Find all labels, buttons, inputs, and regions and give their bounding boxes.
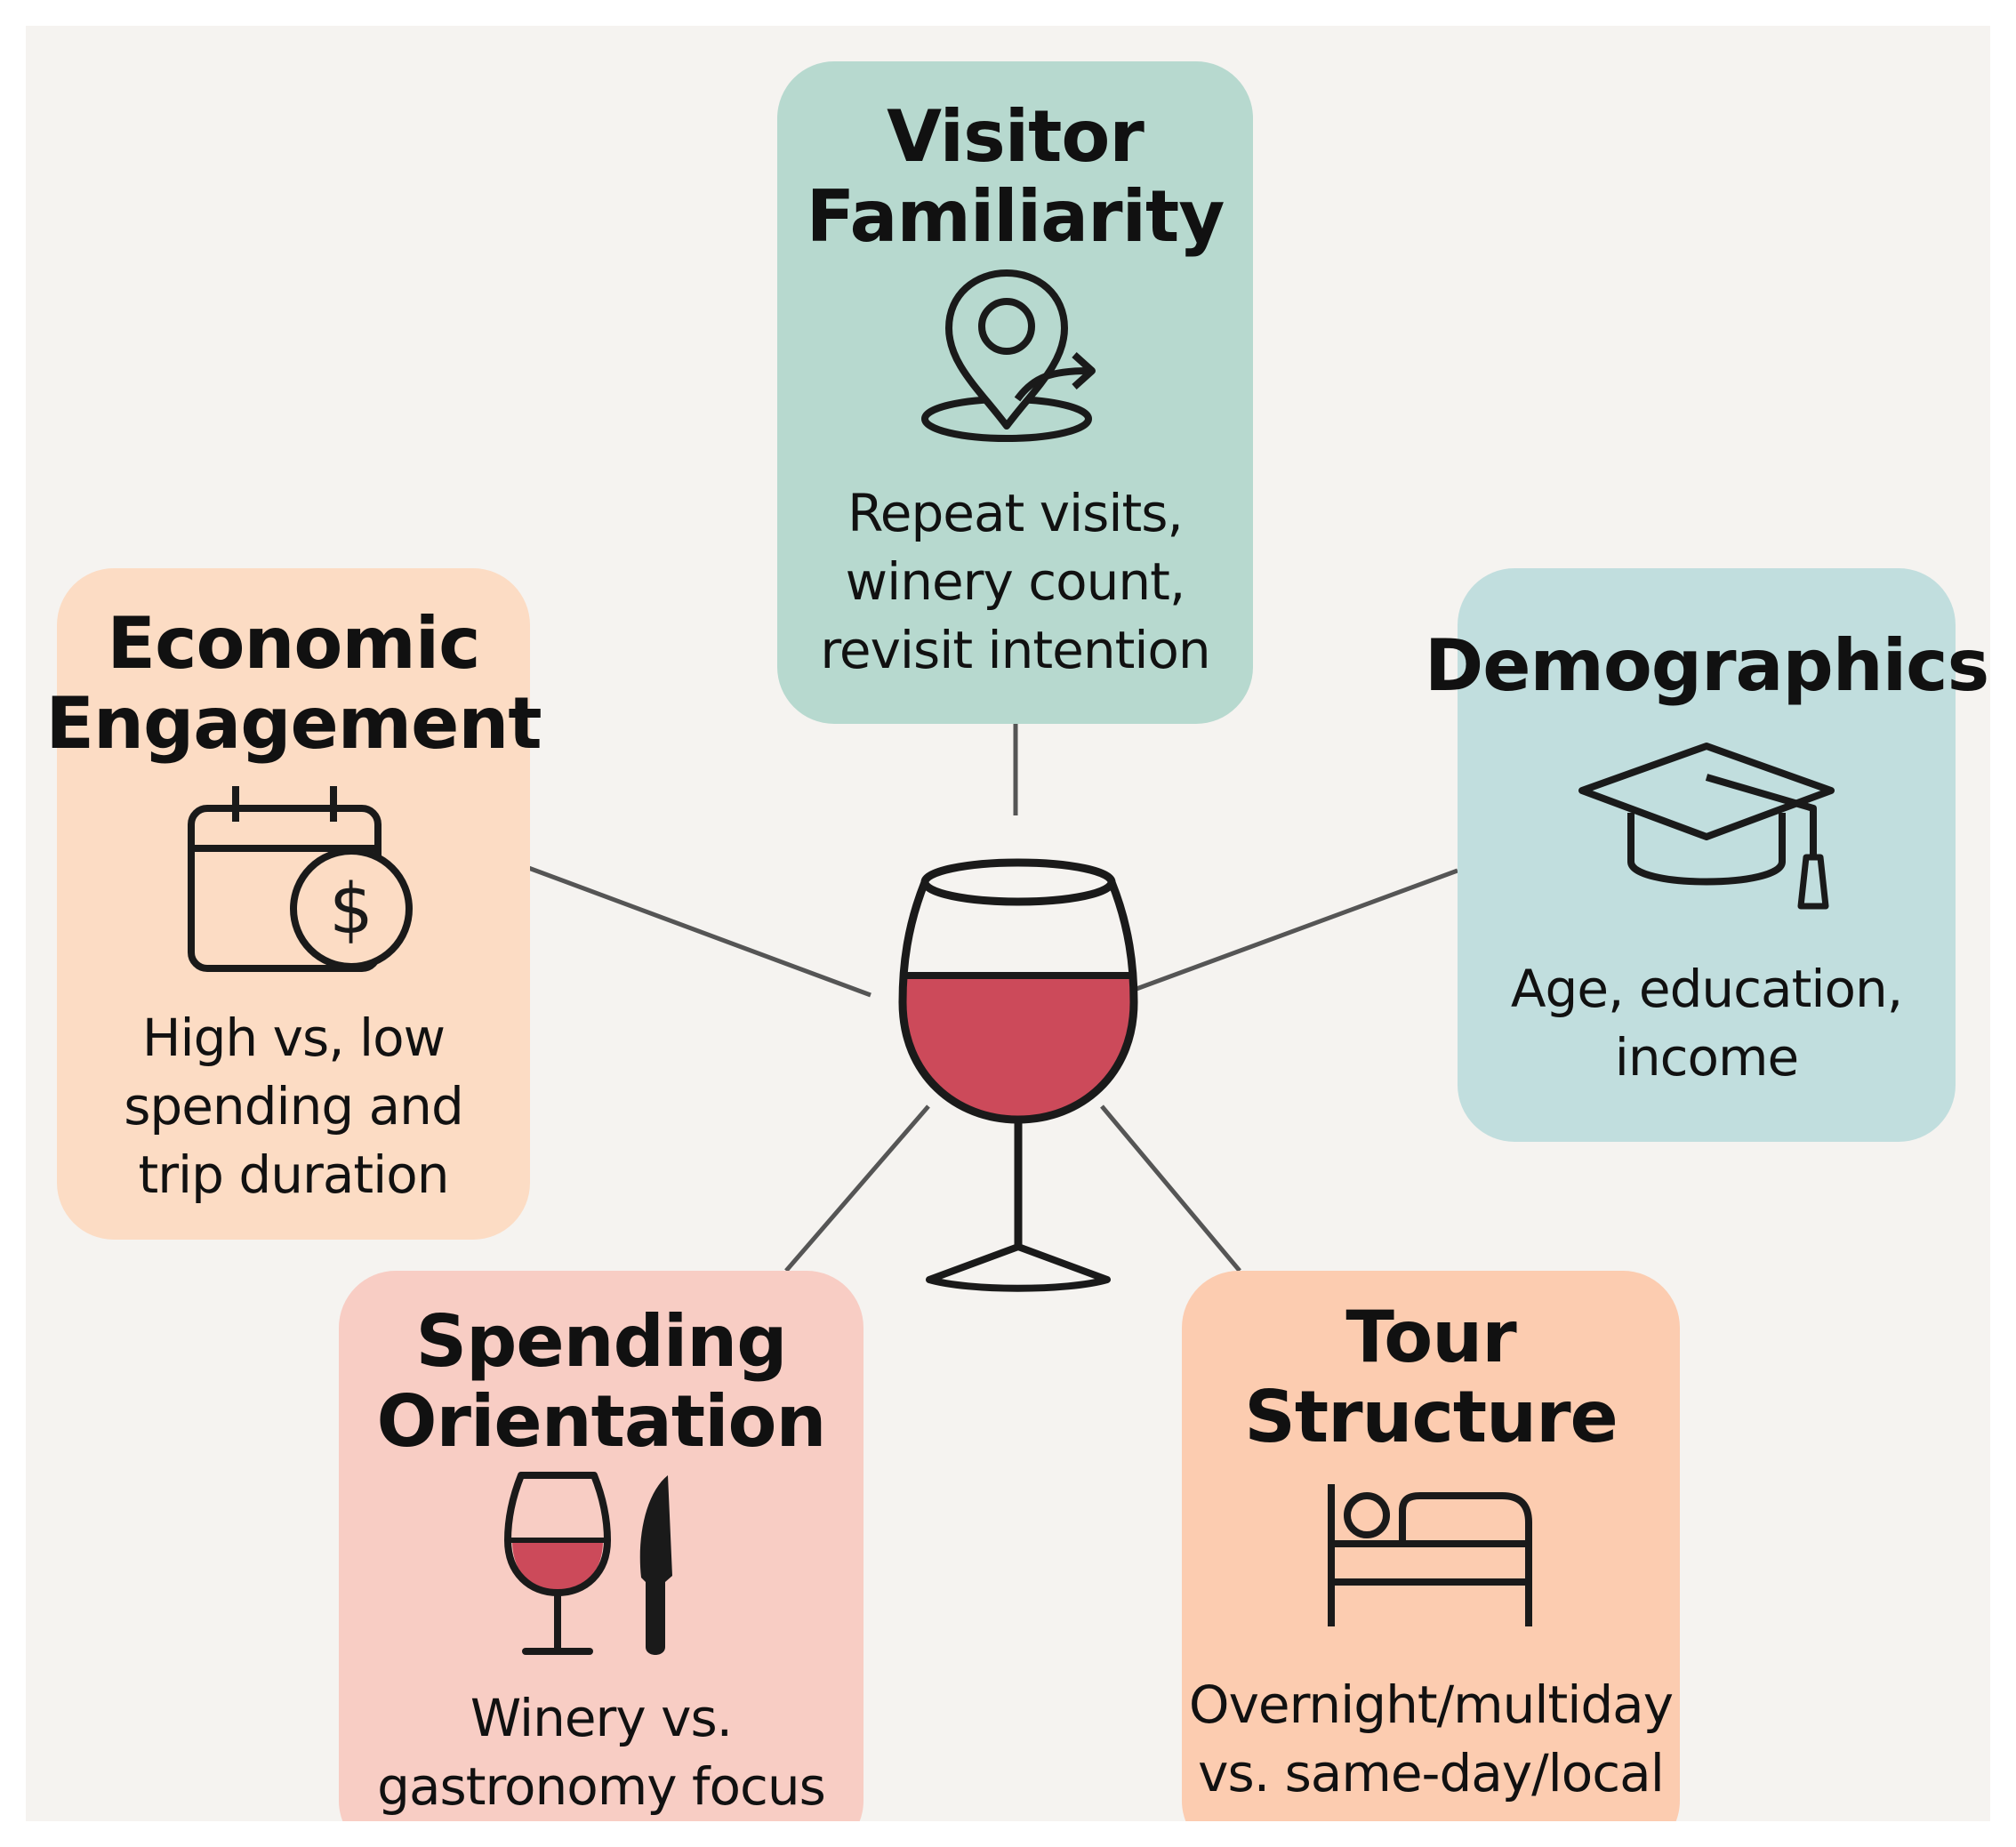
card-title: Visitor Familiarity [807, 97, 1225, 257]
title-line: Structure [1244, 1376, 1618, 1458]
title-line: Tour [1345, 1296, 1516, 1378]
card-description: Age, education, income [1510, 955, 1903, 1092]
description-line: Overnight/multiday [1188, 1674, 1674, 1735]
connector-lines [523, 724, 1458, 1273]
card-spending-orientation: Spending Orientation Winery vs. gastrono… [339, 1271, 863, 1821]
card-visitor-familiarity: Visitor Familiarity Repeat visits, winer… [777, 61, 1253, 724]
graduation-cap-icon [1578, 743, 1835, 910]
description-line: Winery vs. [470, 1688, 733, 1748]
calendar-dollar-icon: $ [188, 786, 413, 972]
svg-text:$: $ [329, 870, 373, 950]
description-line: gastronomy focus [377, 1756, 826, 1817]
title-line: Engagement [45, 682, 542, 765]
wine-glass-icon [898, 858, 1138, 1292]
card-description: Overnight/multiday vs. same-day/local [1188, 1671, 1674, 1808]
title-line: Spending [415, 1300, 788, 1383]
description-line: High vs, low [141, 1008, 446, 1068]
title-line: Orientation [376, 1380, 827, 1463]
card-title: Tour Structure [1244, 1297, 1618, 1458]
description-line: spending and [124, 1076, 464, 1136]
description-line: winery count, [845, 551, 1186, 612]
card-description: High vs, low spending and trip duration [124, 1004, 464, 1209]
description-line: vs. same-day/local [1198, 1743, 1665, 1803]
connector-demographics [1119, 868, 1458, 998]
description-line: Repeat visits, [847, 483, 1184, 543]
card-tour-structure: Tour Structure Overnight/multiday vs. sa… [1182, 1271, 1680, 1821]
description-line: revisit intention [820, 620, 1210, 680]
card-title: Economic Engagement [45, 602, 542, 765]
card-economic-engagement: Economic Engagement $ High vs, low spend… [45, 568, 542, 1240]
description-line: Age, education, [1510, 959, 1903, 1019]
diagram-canvas: Visitor Familiarity Repeat visits, winer… [26, 26, 1990, 1821]
wine-and-knife-icon [504, 1472, 672, 1655]
card-title: Demographics [1424, 624, 1989, 707]
bed-icon [1328, 1484, 1532, 1626]
title-line: Economic [107, 602, 480, 685]
connector-spending-orientation [784, 1104, 930, 1273]
connector-economic-engagement [523, 863, 871, 998]
title-line: Demographics [1424, 624, 1989, 707]
location-pin-arrow-icon [920, 269, 1096, 442]
connector-tour-structure [1100, 1104, 1241, 1273]
description-line: trip duration [138, 1144, 449, 1205]
title-line: Familiarity [806, 175, 1225, 258]
description-line: income [1614, 1027, 1799, 1088]
title-line: Visitor [887, 95, 1145, 178]
card-description: Repeat visits, winery count, revisit int… [820, 479, 1210, 685]
card-description: Winery vs. gastronomy focus [377, 1684, 826, 1821]
card-demographics: Demographics Age, education, income [1425, 568, 1989, 1142]
card-title: Spending Orientation [376, 1300, 827, 1463]
